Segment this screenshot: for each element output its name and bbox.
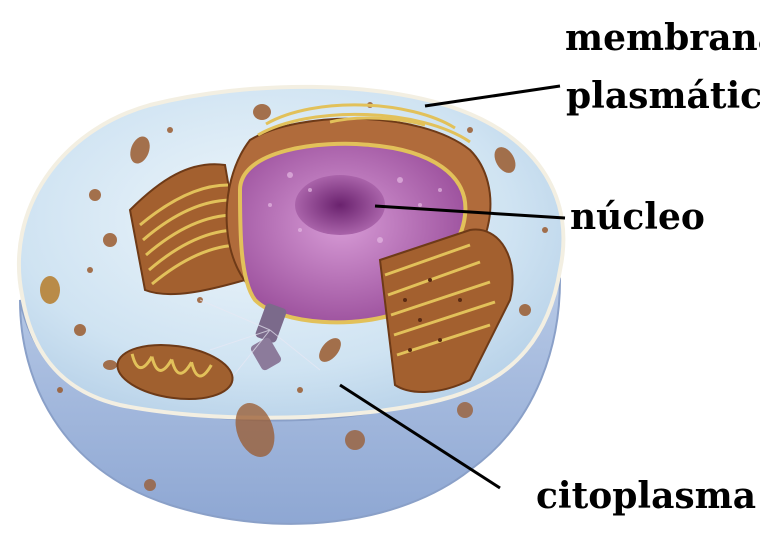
label-citoplasma: citoplasma	[536, 478, 756, 514]
label-nucleo: núcleo	[570, 199, 705, 235]
label-plasmatica: plasmática	[566, 78, 760, 114]
nucleolus	[295, 175, 385, 235]
leader-membrana	[425, 86, 560, 106]
label-membrana: membrana	[565, 20, 760, 56]
